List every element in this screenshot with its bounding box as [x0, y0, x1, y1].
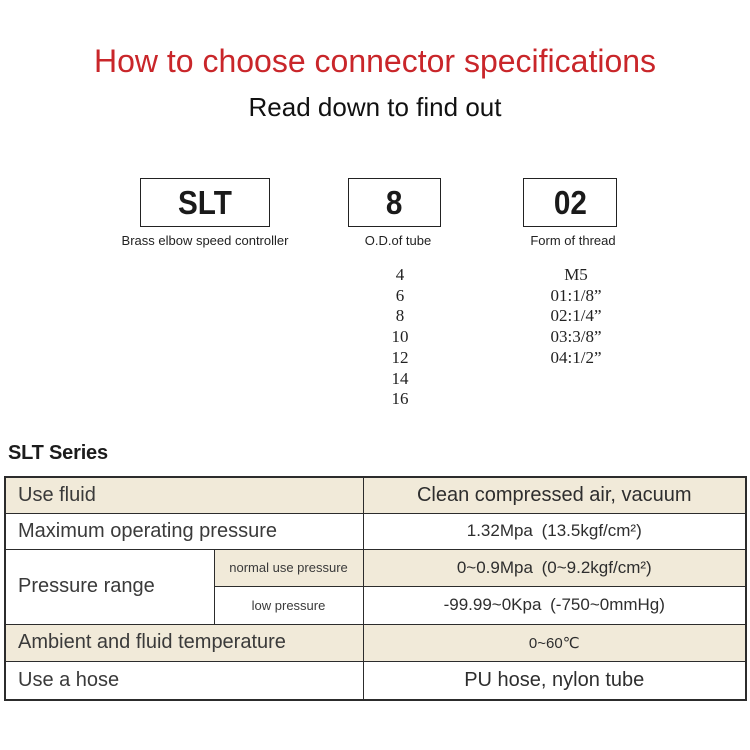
row-label: Use a hose — [4, 660, 364, 701]
segment-code-thread: 02 — [553, 183, 587, 221]
tube-od-options: 4 6 8 10 12 14 16 — [350, 265, 450, 410]
list-item: 16 — [391, 389, 409, 409]
row-label: Pressure range — [4, 548, 215, 625]
table-row: Ambient and fluid temperature 0~60℃ — [4, 623, 747, 662]
row-value: 0~60℃ — [362, 623, 747, 662]
row-value: 1.32Mpa (13.5kgf/cm²) — [362, 512, 747, 550]
page-subtitle: Read down to find out — [248, 92, 502, 122]
segment-label-thread: Form of thread — [530, 233, 616, 248]
segment-box-tube-od: 8 — [348, 178, 441, 227]
list-item: 4 — [395, 265, 405, 284]
table-row: Use a hose PU hose, nylon tube — [4, 660, 747, 701]
row-label: Maximum operating pressure — [4, 512, 364, 550]
list-item: 6 — [395, 285, 405, 305]
row-value: Clean compressed air, vacuum — [362, 476, 747, 514]
row-label: Ambient and fluid temperature — [4, 623, 364, 662]
table-row: low pressure -99.99~0Kpa (-750~0mmHg) — [5, 585, 747, 625]
series-heading: SLT Series — [8, 442, 108, 464]
segment-label-tube-od: O.D.of tube — [364, 233, 432, 248]
segment-box-thread: 02 — [523, 178, 617, 227]
thread-options: M5 01:1/8” 02:1/4” 03:3/8” 04:1/2” — [516, 265, 636, 369]
list-item: 01:1/8” — [550, 285, 602, 305]
row-sublabel: normal use pressure — [213, 548, 364, 587]
row-label: Use fluid — [4, 476, 364, 514]
table-row: Maximum operating pressure 1.32Mpa (13.5… — [4, 512, 747, 550]
list-item: 04:1/2” — [550, 347, 602, 367]
row-value: PU hose, nylon tube — [362, 660, 747, 701]
list-item: 03:3/8” — [550, 327, 602, 347]
segment-box-slt: SLT — [140, 178, 270, 227]
list-item: M5 — [564, 265, 588, 284]
list-item: 8 — [395, 306, 405, 326]
list-item: 10 — [391, 327, 409, 347]
segment-code-tube-od: 8 — [386, 183, 403, 221]
list-item: 02:1/4” — [550, 306, 602, 326]
segment-label-slt: Brass elbow speed controller — [121, 233, 289, 248]
row-sublabel: low pressure — [213, 585, 364, 625]
spec-table: Use fluid Clean compressed air, vacuum M… — [4, 476, 747, 701]
list-item: 14 — [391, 368, 409, 388]
segment-code-slt: SLT — [178, 183, 232, 221]
list-item: 12 — [391, 347, 409, 367]
page-title: How to choose connector specifications — [93, 43, 657, 79]
table-row: Pressure range normal use pressure 0~0.9… — [4, 548, 747, 625]
row-value: -99.99~0Kpa (-750~0mmHg) — [362, 585, 747, 625]
row-value: 0~0.9Mpa (0~9.2kgf/cm²) — [362, 548, 747, 587]
table-row: Use fluid Clean compressed air, vacuum — [4, 476, 747, 514]
